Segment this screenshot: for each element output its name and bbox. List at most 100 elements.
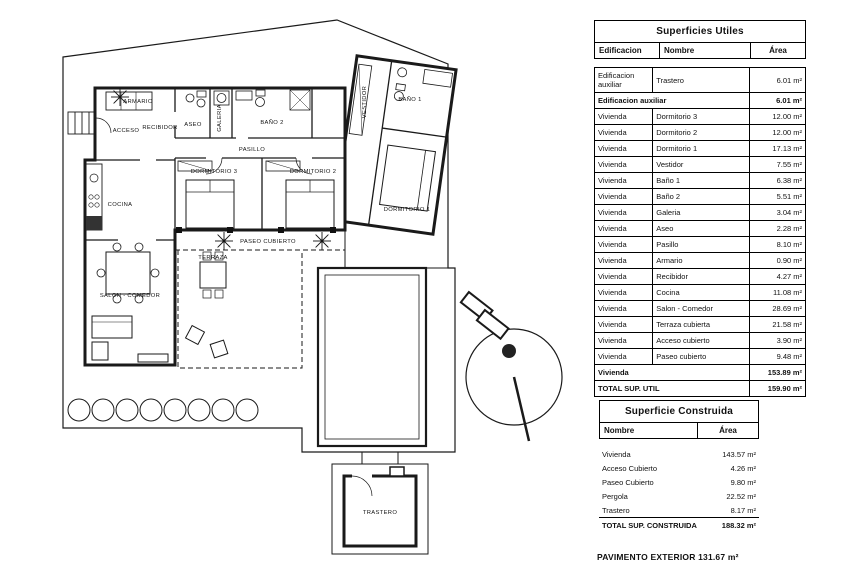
porch-pillars xyxy=(176,227,336,233)
table-cell: Pasillo xyxy=(652,236,750,253)
table-cell: Dormitorio 2 xyxy=(652,124,750,141)
floor-plan: ARMARIO ACCESO RECIBIDOR ASEO GALERIA BA… xyxy=(62,19,563,555)
kitchen-counter xyxy=(85,163,103,231)
table-cell: 159.90 m² xyxy=(748,380,807,397)
table-cell: Dormitorio 1 xyxy=(652,140,750,157)
table-cell: Trastero xyxy=(652,67,750,93)
table-cell: Vivienda xyxy=(593,316,654,333)
superficie-construida-panel: Superficie Construida Nombre Área Vivien… xyxy=(599,400,759,532)
table-cell: Vivienda xyxy=(593,220,654,237)
table-cell: Vivienda xyxy=(593,188,654,205)
door-swings xyxy=(95,117,313,175)
table-cell: Cocina xyxy=(652,284,750,301)
table-cell: Galeria xyxy=(652,204,750,221)
table-cell: 11.08 m² xyxy=(748,284,807,301)
entry-steps xyxy=(67,111,96,135)
table-cell: Vivienda xyxy=(593,140,654,157)
table-cell: Armario xyxy=(652,252,750,269)
table-cell: Vivienda xyxy=(593,268,654,285)
table-cell: Paseo cubierto xyxy=(652,348,750,365)
room-label-bano2: BAÑO 2 xyxy=(260,119,283,126)
swimming-pool xyxy=(316,266,428,448)
table-header-row: Nombre Área xyxy=(600,423,758,438)
table-cell: Vivienda xyxy=(593,348,654,365)
plant-icon xyxy=(214,231,234,251)
column-header-area: Área xyxy=(769,46,787,55)
table-cell: Vivienda xyxy=(602,449,631,459)
room-label-dormitorio2: DORMITORIO 2 xyxy=(290,169,337,175)
house-outline xyxy=(83,86,347,367)
table-cell: Vivienda xyxy=(593,236,654,253)
table-cell: 6.01 m² xyxy=(748,92,807,109)
tree xyxy=(465,328,563,442)
sink xyxy=(397,67,408,78)
table-cell: Pergola xyxy=(602,491,628,501)
column-header-nombre: Nombre xyxy=(600,423,698,438)
superficies-utiles-panel: Superficies Utiles Edificacion Nombre Ár… xyxy=(593,20,807,397)
room-label-paseo-cubierto: PASEO CUBIERTO xyxy=(240,239,296,245)
table-cell: Vivienda xyxy=(593,332,654,349)
room-label-trastero: TRASTERO xyxy=(363,510,398,516)
table-header-row: Edificacion Nombre Área xyxy=(595,43,805,58)
table-cell: Vivienda xyxy=(594,364,750,381)
table-cell: 12.00 m² xyxy=(748,124,807,141)
table-cell: Vestidor xyxy=(652,156,750,173)
interior-walls xyxy=(85,88,345,241)
table-row: Trastero 8.17 m² xyxy=(599,503,759,518)
table-cell: 3.90 m² xyxy=(748,332,807,349)
bathtub xyxy=(422,68,453,88)
terrace-furniture xyxy=(184,251,229,359)
table-cell: 5.51 m² xyxy=(748,188,807,205)
storage-building xyxy=(342,466,418,548)
column-header-nombre: Nombre xyxy=(660,43,751,58)
garden-benches xyxy=(459,290,510,341)
superficie-construida-header-box: Superficie Construida Nombre Área xyxy=(599,400,759,439)
table-cell: TOTAL SUP. UTIL xyxy=(594,380,750,397)
room-label-recibidor: RECIBIDOR xyxy=(142,125,177,131)
table-cell: Vivienda xyxy=(593,124,654,141)
room-label-pasillo: PASILLO xyxy=(239,147,265,153)
room-label-dormitorio1: DORMITORIO 1 xyxy=(384,207,431,213)
dining-table xyxy=(96,242,160,304)
table-cell: 4.27 m² xyxy=(748,268,807,285)
table-cell: 3.04 m² xyxy=(748,204,807,221)
table-cell: 12.00 m² xyxy=(748,108,807,125)
hedge-bushes xyxy=(67,398,259,422)
table-cell: Trastero xyxy=(602,505,630,515)
table-cell: Acceso cubierto xyxy=(652,332,750,349)
sofa xyxy=(91,315,169,363)
bed xyxy=(379,144,437,212)
table-cell: 21.58 m² xyxy=(748,316,807,333)
table-cell: Recibidor xyxy=(652,268,750,285)
bath-fixtures xyxy=(185,89,311,111)
table-cell: 22.52 m² xyxy=(726,491,756,501)
table-cell: Dormitorio 3 xyxy=(652,108,750,125)
closet xyxy=(105,91,153,111)
table-cell: 17.13 m² xyxy=(748,140,807,157)
room-label-dormitorio3: DORMITORIO 3 xyxy=(191,169,238,175)
table-cell: 8.17 m² xyxy=(730,505,756,515)
table-cell: Edificacion auxiliar xyxy=(593,67,654,93)
table-cell: 4.26 m² xyxy=(730,463,756,473)
table-cell: 9.48 m² xyxy=(748,348,807,365)
bedroom-wing xyxy=(332,54,458,236)
table-cell: 153.89 m² xyxy=(748,364,807,381)
room-label-salon-comedor: SALON - COMEDOR xyxy=(100,293,160,299)
table-cell: Aseo xyxy=(652,220,750,237)
